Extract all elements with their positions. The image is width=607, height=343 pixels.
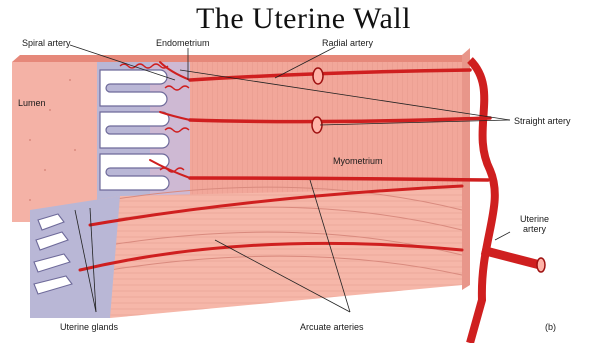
label-myometrium: Myometrium (333, 156, 383, 166)
label-uterine-artery: Uterine artery (520, 214, 549, 234)
lumen-region (12, 62, 97, 222)
label-lumen: Lumen (18, 98, 46, 108)
label-straight-artery: Straight artery (512, 116, 573, 126)
label-panel: (b) (545, 322, 556, 332)
uterine-artery (470, 60, 495, 343)
label-radial-artery: Radial artery (322, 38, 373, 48)
label-arcuate-arteries: Arcuate arteries (300, 322, 364, 332)
radial-artery (190, 178, 488, 180)
label-endometrium: Endometrium (156, 38, 210, 48)
label-uterine-glands: Uterine glands (60, 322, 118, 332)
label-spiral-artery: Spiral artery (22, 38, 71, 48)
